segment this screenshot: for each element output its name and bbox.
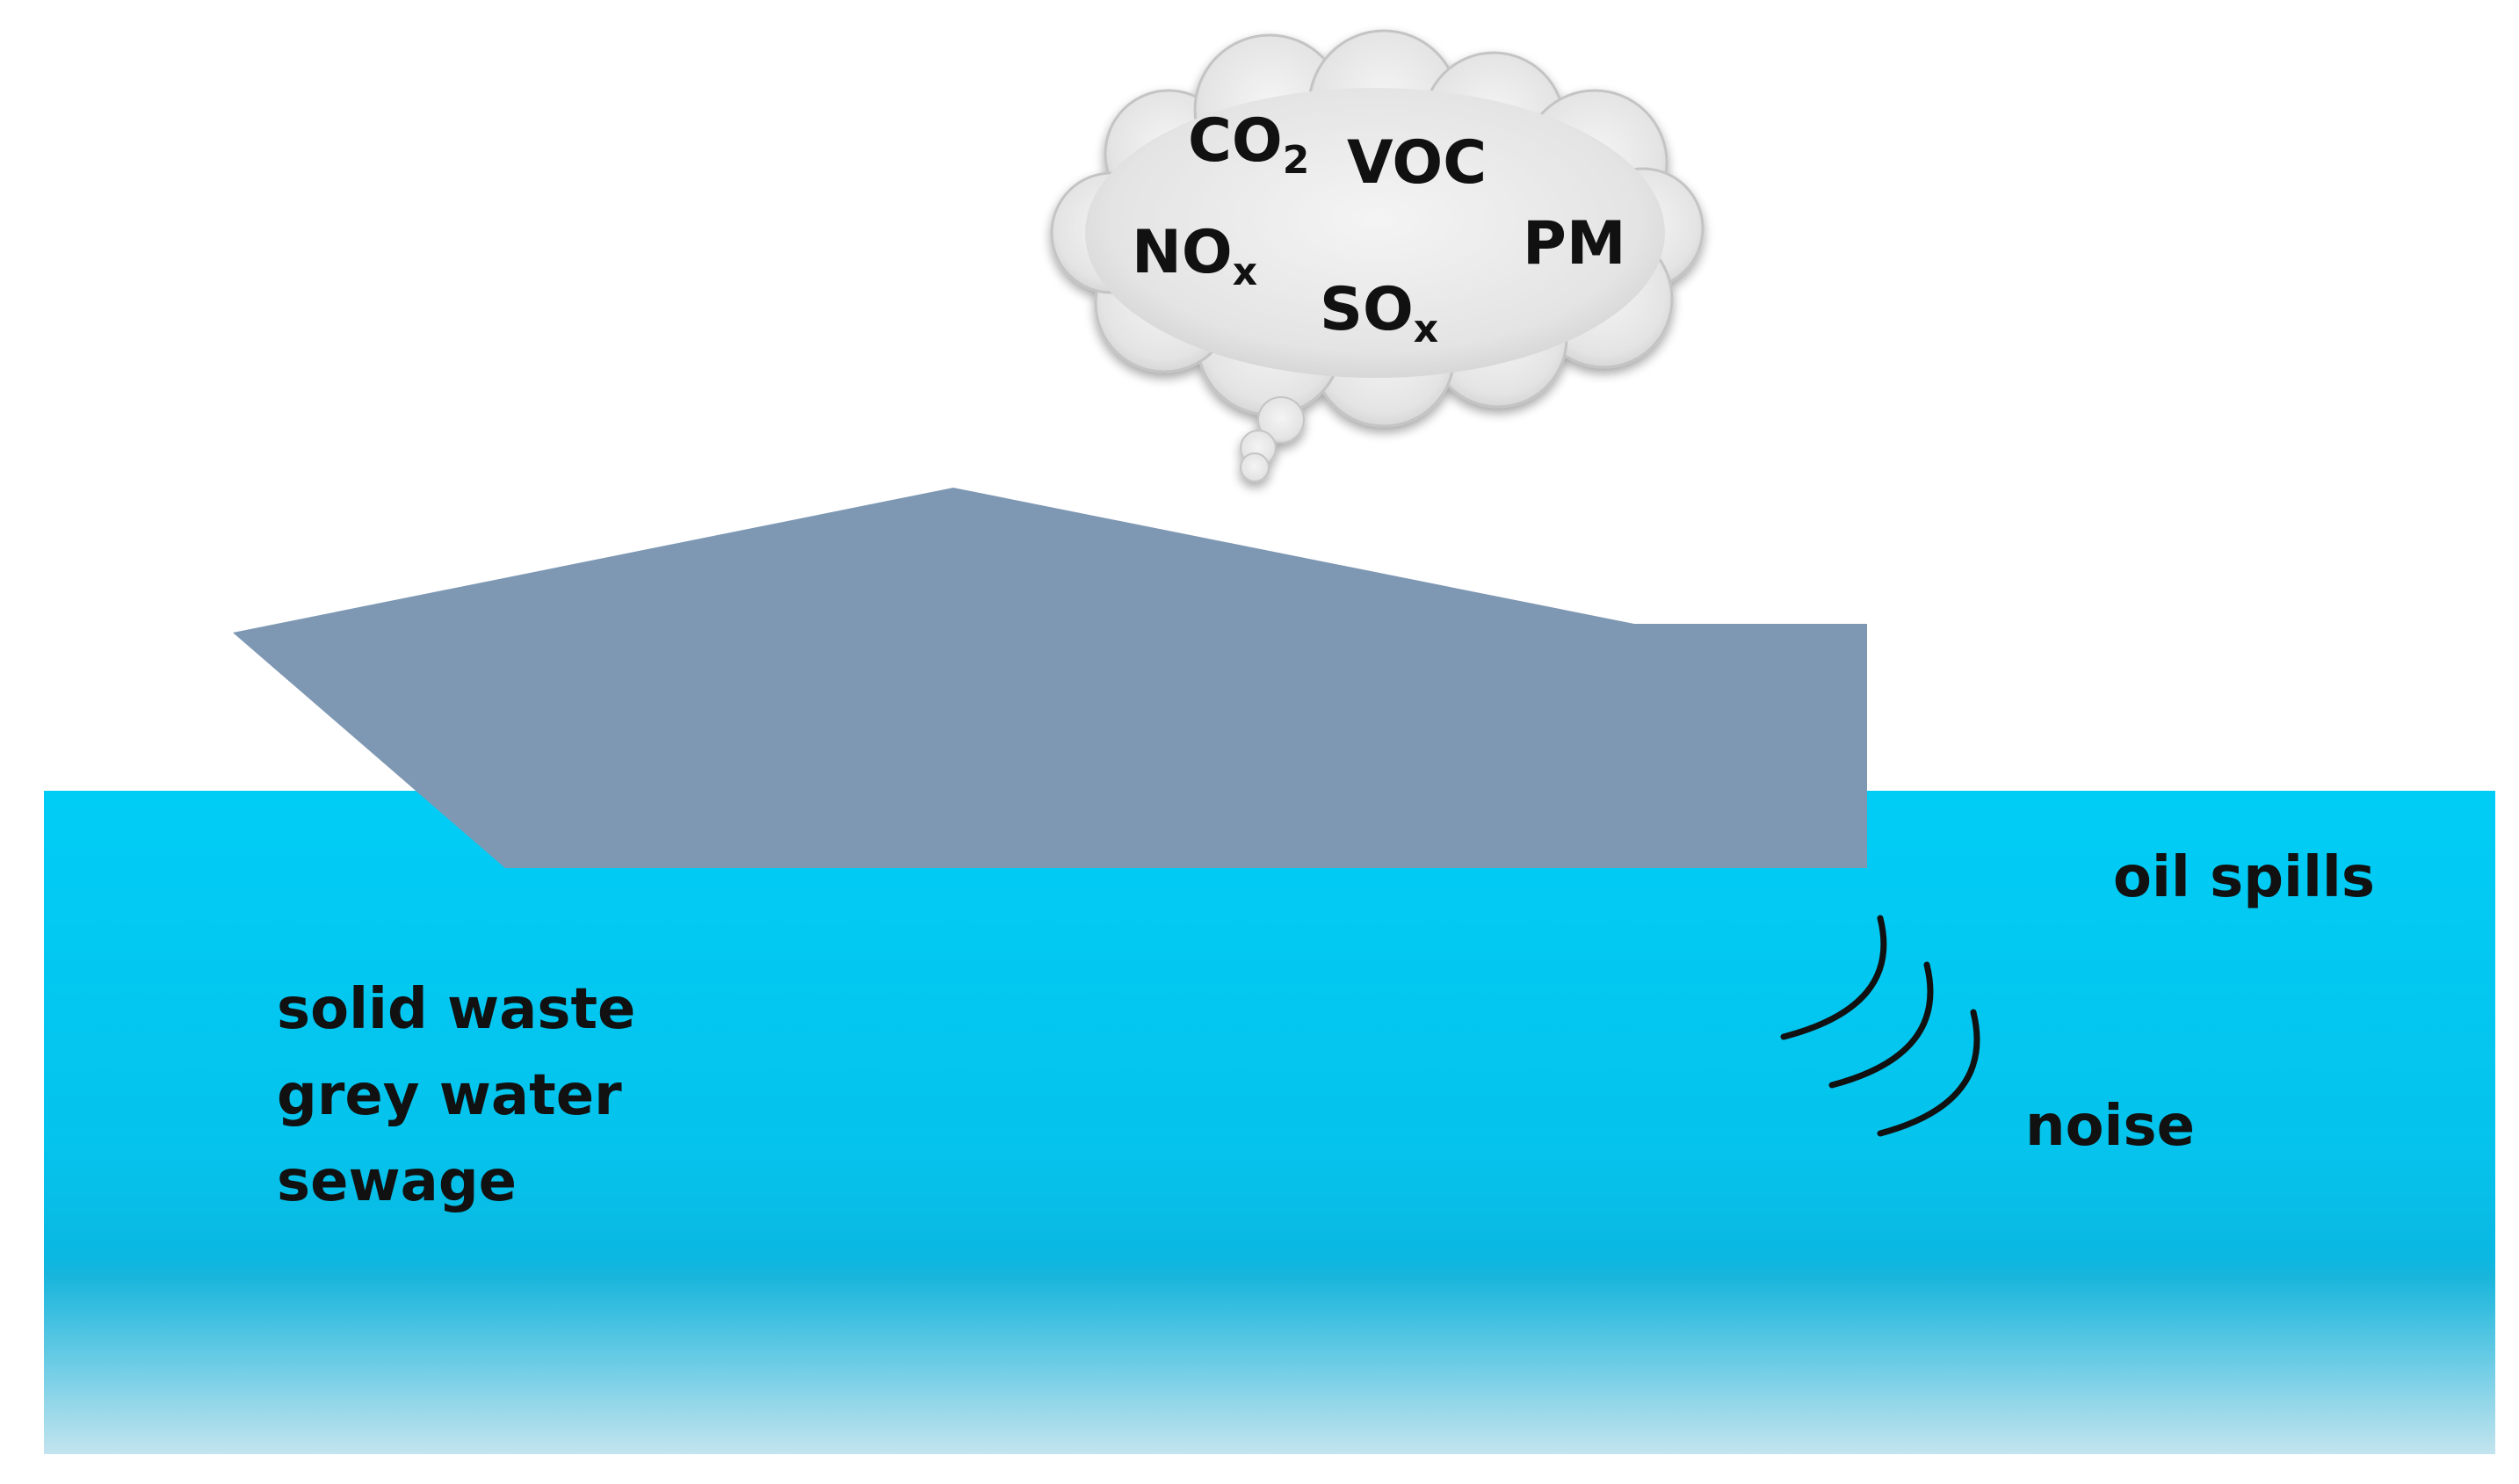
cloud-icon (1050, 29, 1705, 482)
ship-hull (233, 488, 1867, 868)
emission-pm: PM (1523, 209, 1626, 279)
emission-sox: SOx (1320, 275, 1438, 351)
discharge-sewage: sewage (277, 1149, 517, 1214)
emission-voc: VOC (1347, 128, 1487, 198)
emission-nox: NOx (1132, 218, 1257, 294)
emission-co2: CO2 (1188, 106, 1309, 183)
discharge-solid-waste: solid waste (277, 977, 635, 1042)
noise-label: noise (2025, 1094, 2195, 1159)
discharge-grey-water: grey water (277, 1063, 622, 1128)
oil-spills-label: oil spills (2113, 845, 2375, 910)
sound-waves-icon (1780, 915, 1980, 1137)
water-body (44, 791, 2495, 1454)
